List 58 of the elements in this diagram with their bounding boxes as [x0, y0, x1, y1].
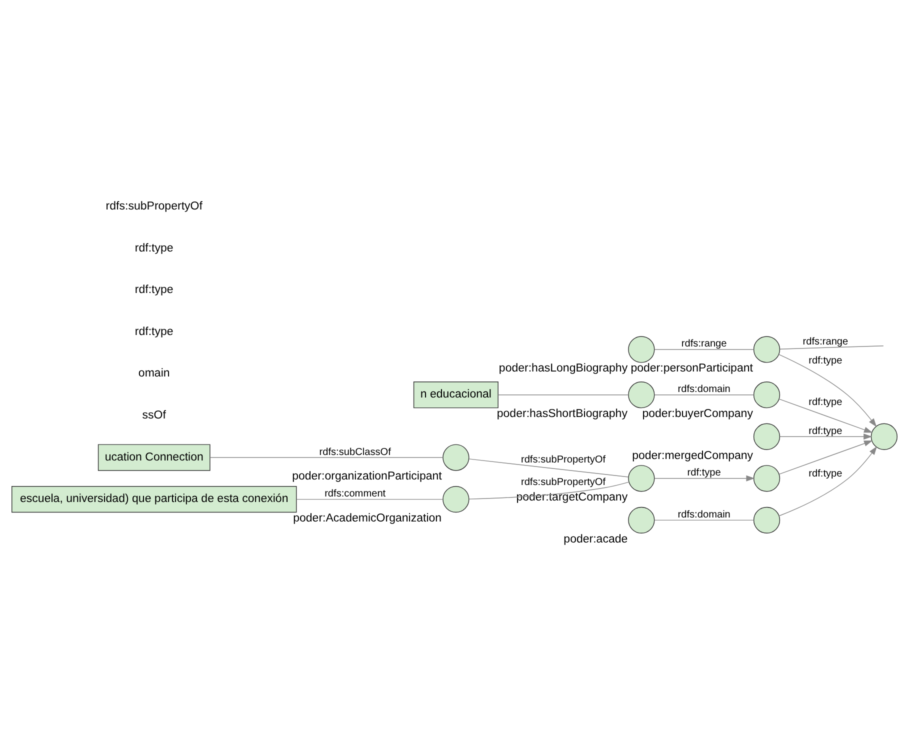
label: rdf:type: [134, 284, 174, 296]
arrow: [654, 475, 755, 482]
node-circle: [628, 506, 655, 534]
node-label: poder:buyerCompany: [642, 408, 753, 420]
connector: [654, 520, 754, 521]
node-circle: [753, 382, 780, 408]
edge-label: rdfs:domain: [678, 509, 730, 520]
node-box: ucation Connection: [98, 444, 210, 471]
connector: [468, 482, 630, 500]
node-circle: [442, 486, 470, 513]
arrow: [780, 434, 872, 440]
arrow: [778, 446, 878, 516]
label: ssOf: [142, 409, 166, 422]
label: omain: [138, 368, 170, 380]
node-box: escuela, universidad) que participa de esta conexión: [12, 486, 297, 513]
connector: [498, 394, 629, 396]
node-label: poder:AcademicOrganization: [293, 512, 442, 524]
edge-label: rdf:type: [808, 426, 842, 437]
node-label: poder:mergedCompany: [632, 450, 754, 462]
edge-label: rdfs:subPropertyOf: [520, 477, 606, 488]
node-circle: [753, 465, 780, 492]
connector: [296, 498, 444, 500]
edge-label: rdf:type: [687, 468, 721, 479]
connector: [210, 457, 444, 458]
node-circle: [753, 506, 780, 534]
connector: [654, 349, 754, 350]
edge-label: rdf:type: [808, 355, 842, 366]
connector: [780, 346, 884, 350]
node-circle: [753, 423, 780, 450]
arrow: [778, 398, 873, 433]
node-label: poder:organizationParticipant: [292, 470, 442, 483]
edge-label: rdfs:range: [802, 336, 848, 348]
edge-label: rdfs:domain: [678, 384, 730, 396]
label: rdf:type: [134, 242, 174, 254]
label: rdfs:subPropertyOf: [106, 200, 202, 213]
node-circle: [442, 444, 470, 471]
node-circle: [753, 336, 780, 363]
arrow: [778, 354, 877, 427]
node-label: poder:targetCompany: [516, 492, 628, 504]
edge-label: rdfs:subClassOf: [319, 446, 391, 458]
node-box: n educacional: [413, 382, 498, 408]
node-circle: [628, 465, 655, 492]
node-label: poder:acade: [564, 533, 628, 546]
label: rdf:type: [134, 326, 174, 338]
edge-label: rdf:type: [808, 397, 842, 408]
node-label: poder:hasShortBiography: [496, 408, 628, 420]
edge-label: rdfs:comment: [324, 488, 386, 500]
connector: [468, 458, 629, 478]
node-circle: [628, 336, 655, 363]
node-label: poder:hasLongBiography: [498, 362, 628, 375]
node-circle: [628, 382, 655, 408]
arrow: [778, 440, 873, 475]
edge-label: rdfs:subPropertyOf: [520, 454, 606, 466]
node-label: poder:personParticipant: [630, 362, 753, 375]
node-circle: [870, 423, 898, 450]
connector: [654, 394, 754, 396]
edge-label: rdf:type: [808, 468, 842, 480]
edge-label: rdfs:range: [681, 338, 727, 350]
